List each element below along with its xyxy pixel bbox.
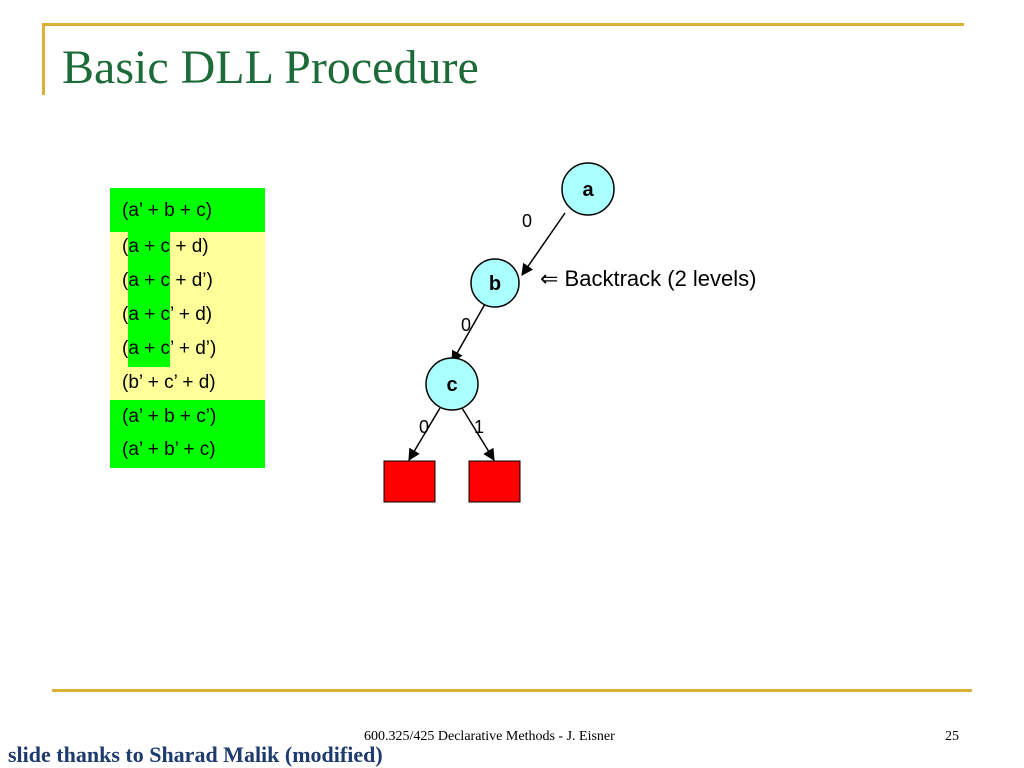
slide-credit: slide thanks to Sharad Malik (modified) <box>8 742 383 767</box>
node-c-label: c <box>446 374 457 396</box>
clause-highlight-literal-column <box>128 232 170 367</box>
edge-a-b <box>521 212 566 276</box>
edge-c-right <box>461 407 495 462</box>
edge-b-c <box>451 303 486 364</box>
clause-list: (a’ + b + c) (a + c + d) (a + c + d’) (a… <box>110 188 265 468</box>
node-a-label: a <box>582 179 594 201</box>
conflict-leaf-left <box>383 460 436 503</box>
clause-highlight-bottom <box>110 400 265 468</box>
backtrack-annotation: ⇐ Backtrack (2 levels) <box>540 266 757 291</box>
clause-highlight-top <box>110 188 265 232</box>
slide-title: Basic DLL Procedure <box>62 41 479 94</box>
edge-label-b-c: 0 <box>461 315 471 335</box>
conflict-leaf-right <box>468 460 521 503</box>
node-b-label: b <box>489 273 501 295</box>
frame-top-rule <box>42 23 964 26</box>
page-number: 25 <box>945 729 959 744</box>
clause-4: (a + c’ + d) <box>122 304 213 325</box>
node-a-circle <box>561 162 615 216</box>
clause-5: (a + c’ + d’) <box>122 338 217 359</box>
clause-8: (a’ + b’ + c) <box>122 439 216 460</box>
footer-course: 600.325/425 Declarative Methods - J. Eis… <box>364 729 615 744</box>
node-c-circle <box>425 357 479 411</box>
edge-label-a-b: 0 <box>522 211 532 231</box>
clause-3: (a + c + d’) <box>122 270 213 291</box>
edge-label-c-left: 0 <box>419 417 429 437</box>
clause-6: (b’ + c’ + d) <box>122 372 216 393</box>
clause-7: (a’ + b + c’) <box>122 406 217 427</box>
edge-c-left <box>408 407 441 462</box>
clause-1: (a’ + b + c) <box>122 200 213 221</box>
node-b-circle <box>470 258 520 308</box>
frame-left-rule <box>42 23 45 95</box>
clause-2: (a + c + d) <box>122 236 209 257</box>
footer-rule <box>52 689 972 692</box>
edge-label-c-right: 1 <box>474 417 484 437</box>
